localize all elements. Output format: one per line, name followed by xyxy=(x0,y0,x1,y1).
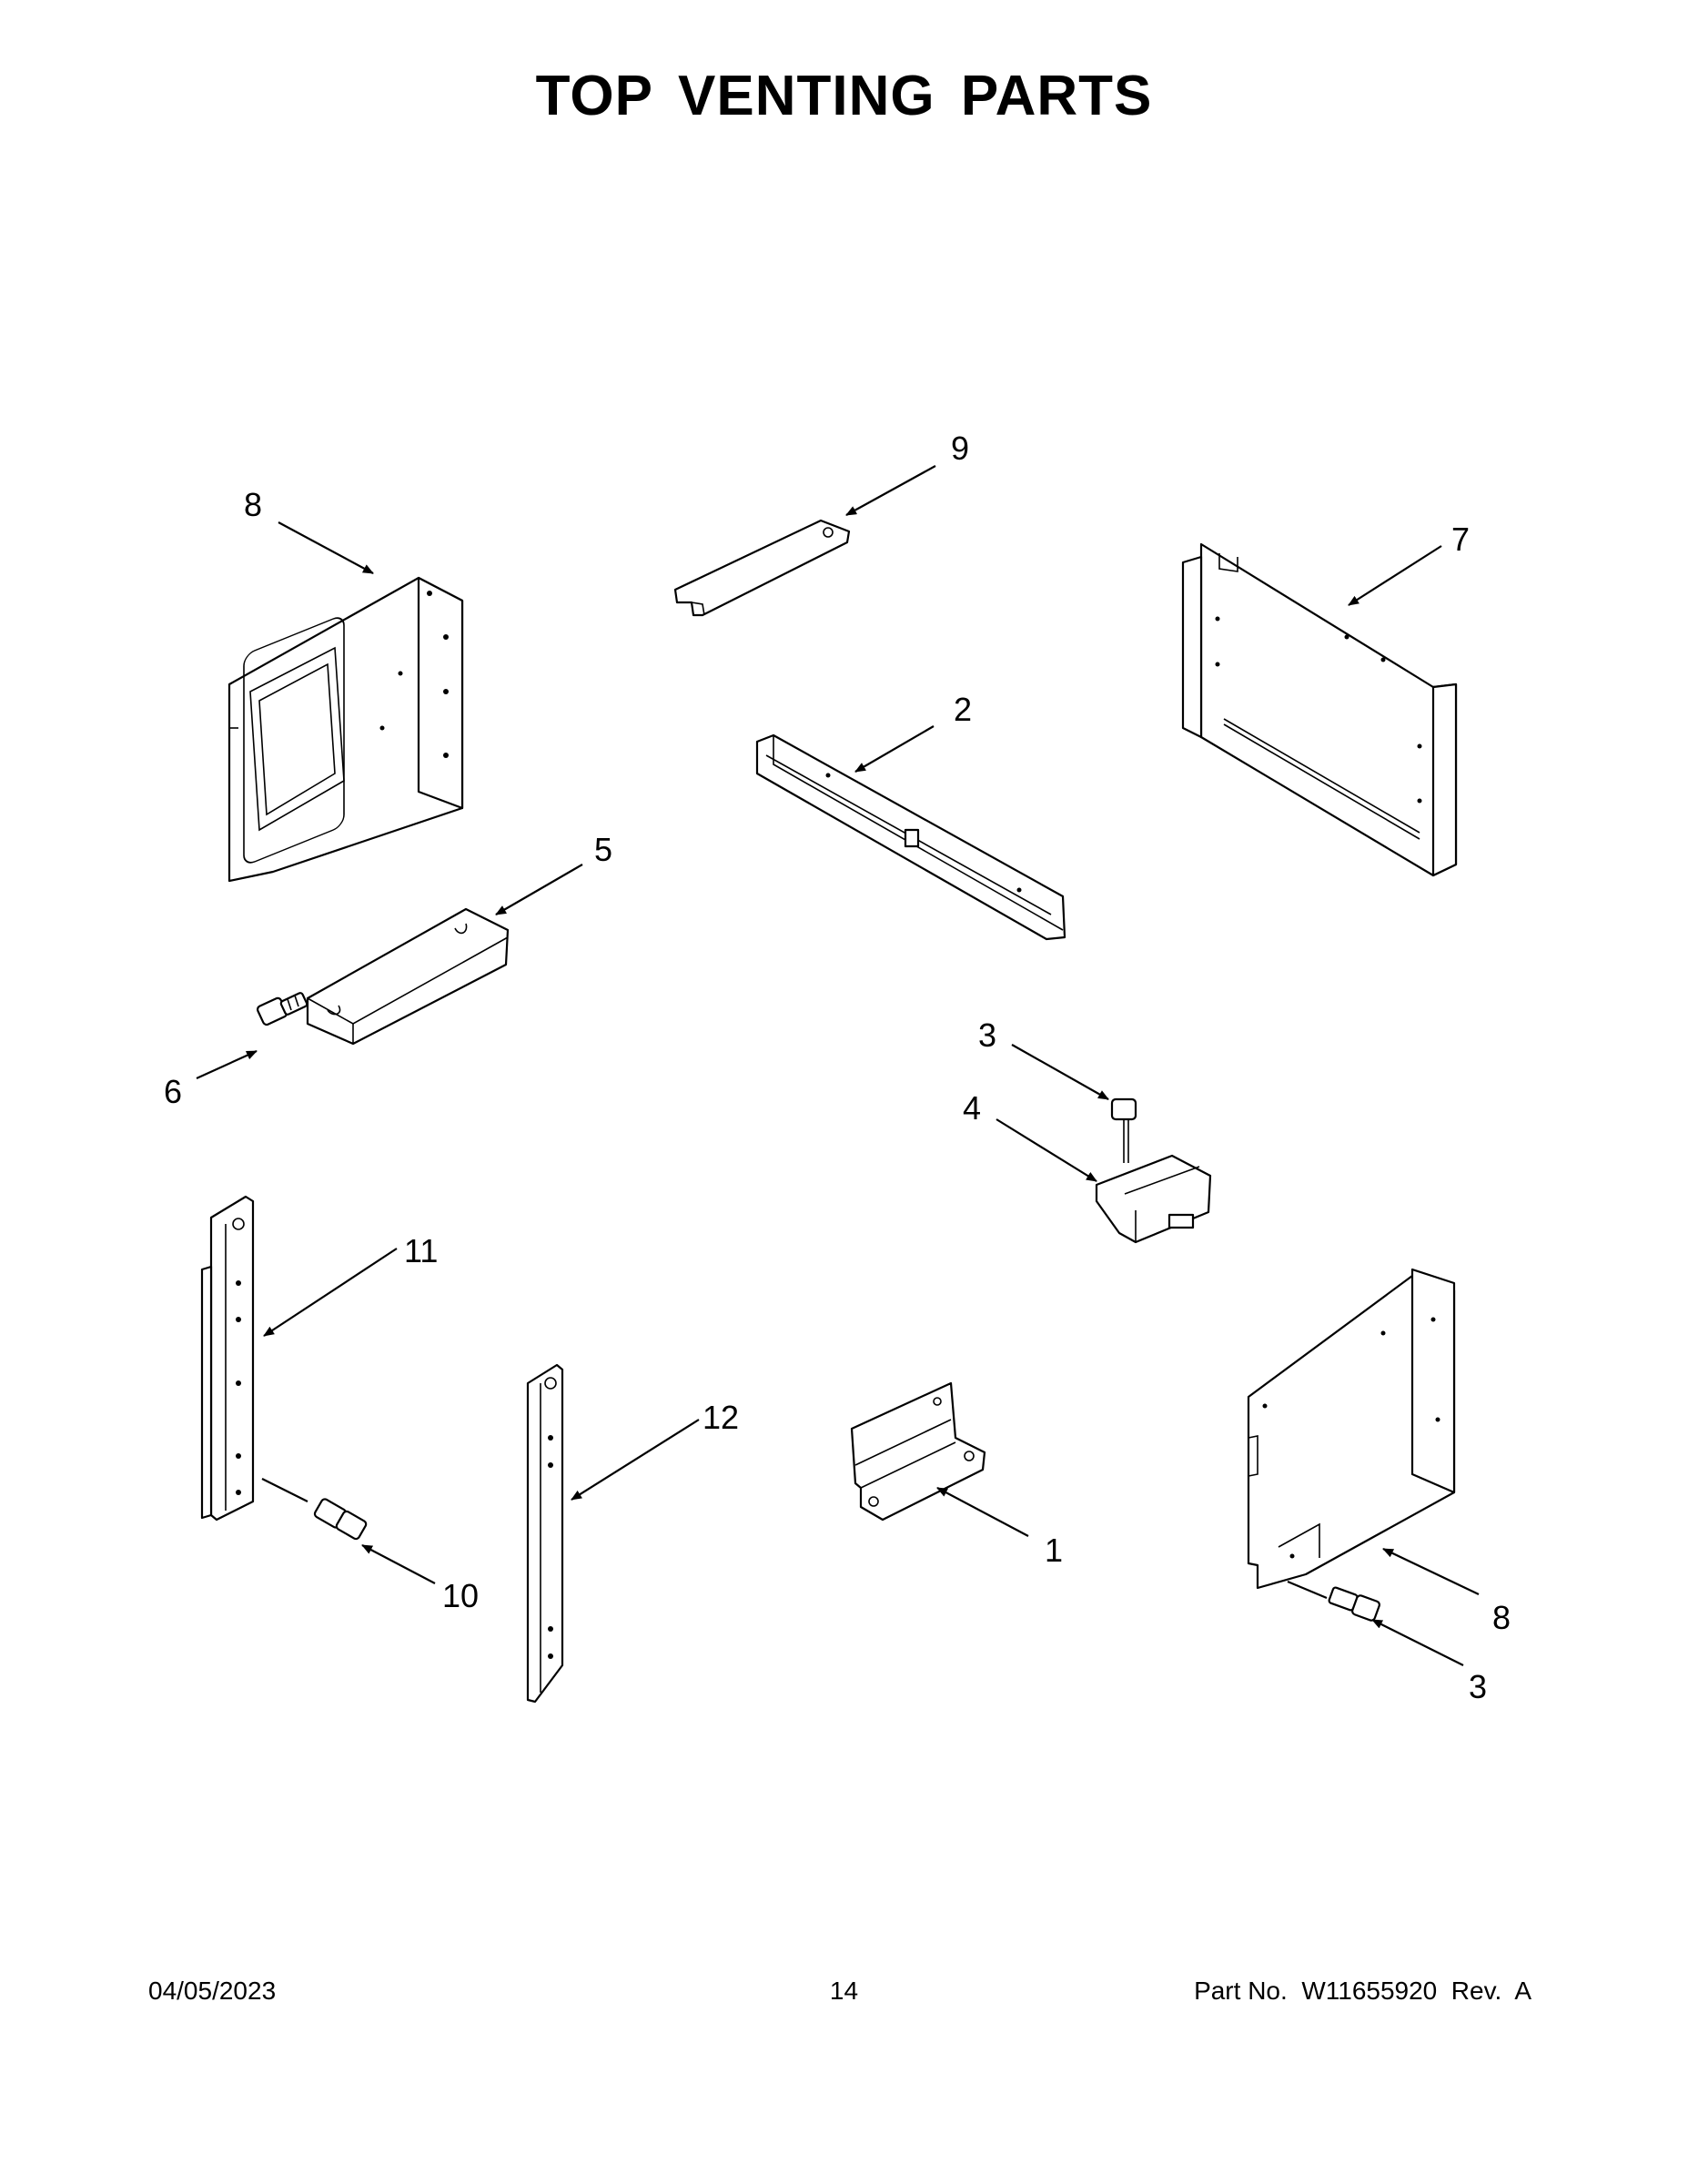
callout-7: 7 xyxy=(1451,521,1470,558)
footer-part-number: Part No. W11655920 Rev. A xyxy=(1194,1977,1531,2005)
part-8-side-panel-left xyxy=(227,576,464,883)
page-title: TOP VENTING PARTS xyxy=(535,65,1153,127)
part-2-channel xyxy=(755,733,1066,941)
leader-lines xyxy=(196,465,1480,1666)
part-7-back-panel xyxy=(1181,542,1458,877)
callout-3-upper: 3 xyxy=(978,1016,996,1054)
part-10-screw xyxy=(313,1498,368,1541)
callout-2: 2 xyxy=(954,691,972,728)
part-3-screw-lower xyxy=(1328,1586,1380,1622)
part-9-plate xyxy=(673,519,851,617)
callout-12: 12 xyxy=(702,1399,739,1436)
part-1-mounting-bracket xyxy=(850,1381,986,1522)
part-12-rail xyxy=(526,1363,564,1704)
callout-4: 4 xyxy=(963,1089,981,1127)
part-8-side-panel-right xyxy=(1247,1268,1456,1590)
callout-11: 11 xyxy=(404,1232,438,1269)
part-5-bracket xyxy=(306,907,510,1046)
part-3-screw-upper xyxy=(1110,1097,1137,1163)
callout-8-top-left: 8 xyxy=(244,486,262,523)
callout-8-bottom-right: 8 xyxy=(1492,1599,1511,1636)
callout-1: 1 xyxy=(1045,1532,1063,1569)
callout-6: 6 xyxy=(164,1073,182,1110)
callout-10: 10 xyxy=(442,1577,479,1614)
callout-5: 5 xyxy=(594,831,612,868)
part-6-screw xyxy=(256,992,308,1026)
part-11-rail xyxy=(200,1195,255,1522)
callout-3-lower: 3 xyxy=(1469,1668,1487,1705)
part-4-module xyxy=(1095,1154,1212,1244)
footer-date: 04/05/2023 xyxy=(148,1977,277,2005)
callout-9: 9 xyxy=(951,430,969,467)
footer-page-number: 14 xyxy=(829,1977,859,2005)
